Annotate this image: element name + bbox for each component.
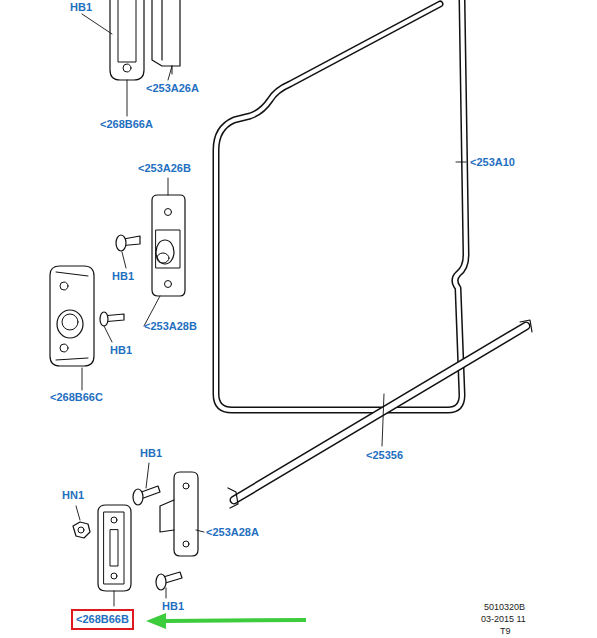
part-label: <268B66A (100, 118, 153, 131)
part-label: <253A26A (146, 82, 199, 95)
drawing-number: T9 (500, 626, 511, 637)
part-label: <253A28B (144, 320, 197, 333)
part-label: HB1 (162, 600, 184, 613)
part-label: <253A26B (138, 162, 191, 175)
drawing-number: 5010320B (484, 602, 525, 613)
part-label: HB1 (70, 1, 92, 14)
part-label: HB1 (140, 447, 162, 460)
part-label: <268B66B (76, 613, 129, 626)
part-label: <25356 (366, 449, 403, 462)
part-label: <268B66C (50, 391, 103, 404)
part-label: HB1 (110, 344, 132, 357)
part-label: HB1 (112, 270, 134, 283)
part-label: <253A28A (206, 526, 259, 539)
highlight-box: <268B66B (71, 609, 134, 630)
part-label: <253A10 (470, 156, 515, 169)
drawing-number: 03-2015 11 (481, 614, 526, 625)
part-label: HN1 (62, 489, 84, 502)
